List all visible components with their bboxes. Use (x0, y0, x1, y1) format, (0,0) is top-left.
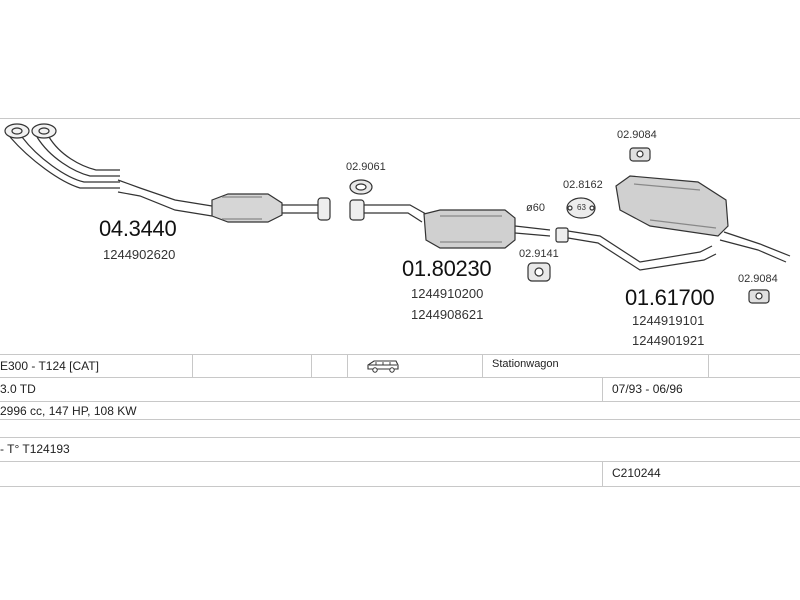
engine: 3.0 TD (0, 382, 36, 396)
table-row-divider (0, 419, 800, 420)
station-wagon-icon (366, 359, 400, 373)
rubber-mount-code-top: 02.9084 (617, 129, 657, 141)
diagram-top-border (0, 118, 800, 119)
table-col-divider (192, 354, 193, 377)
table-row-divider (0, 401, 800, 402)
gasket-drawing-1 (349, 179, 373, 195)
table-col-divider (602, 377, 603, 401)
clamp-drawing (527, 262, 551, 282)
pipe-diameter: ø60 (526, 202, 545, 214)
front-pipe-oem-1: 1244902620 (103, 247, 176, 262)
middle-silencer-drawing (349, 199, 551, 249)
rear-silencer-oem-1: 1244919101 (632, 313, 705, 328)
middle-silencer-oem-1: 1244910200 (411, 286, 484, 301)
clamp-code: 02.9141 (519, 248, 559, 260)
table-col-divider (708, 354, 709, 377)
front-pipe-drawing (4, 123, 331, 223)
rubber-mount-drawing-top (629, 147, 651, 162)
table-col-divider (311, 354, 312, 377)
engine-specs: 2996 cc, 147 HP, 108 KW (0, 404, 137, 418)
gasket-size: 63 (577, 203, 586, 212)
rubber-mount-code-bottom: 02.9084 (738, 273, 778, 285)
rear-silencer-code: 01.61700 (625, 285, 715, 310)
table-top-border (0, 354, 800, 355)
production-years: 07/93 - 06/96 (612, 382, 683, 396)
middle-silencer-code: 01.80230 (402, 256, 492, 281)
middle-silencer-oem-2: 1244908621 (411, 307, 484, 322)
gasket-code-1: 02.9061 (346, 161, 386, 173)
table-col-divider (347, 354, 348, 377)
reference-code: C210244 (612, 466, 661, 480)
front-pipe-code: 04.3440 (99, 216, 177, 241)
type-note: - T° T124193 (0, 442, 70, 456)
table-col-divider (602, 461, 603, 486)
table-row-divider (0, 461, 800, 462)
rear-silencer-oem-2: 1244901921 (632, 333, 705, 348)
rubber-mount-drawing-bottom (748, 289, 770, 304)
rear-silencer-drawing (555, 175, 791, 271)
vehicle-model: E300 - T124 [CAT] (0, 359, 99, 373)
body-type: Stationwagon (492, 358, 559, 370)
table-row-divider (0, 377, 800, 378)
table-row-divider (0, 437, 800, 438)
gasket-code-2: 02.8162 (563, 179, 603, 191)
gasket-drawing-2 (566, 197, 596, 219)
table-col-divider (482, 354, 483, 377)
table-bottom-border (0, 486, 800, 487)
